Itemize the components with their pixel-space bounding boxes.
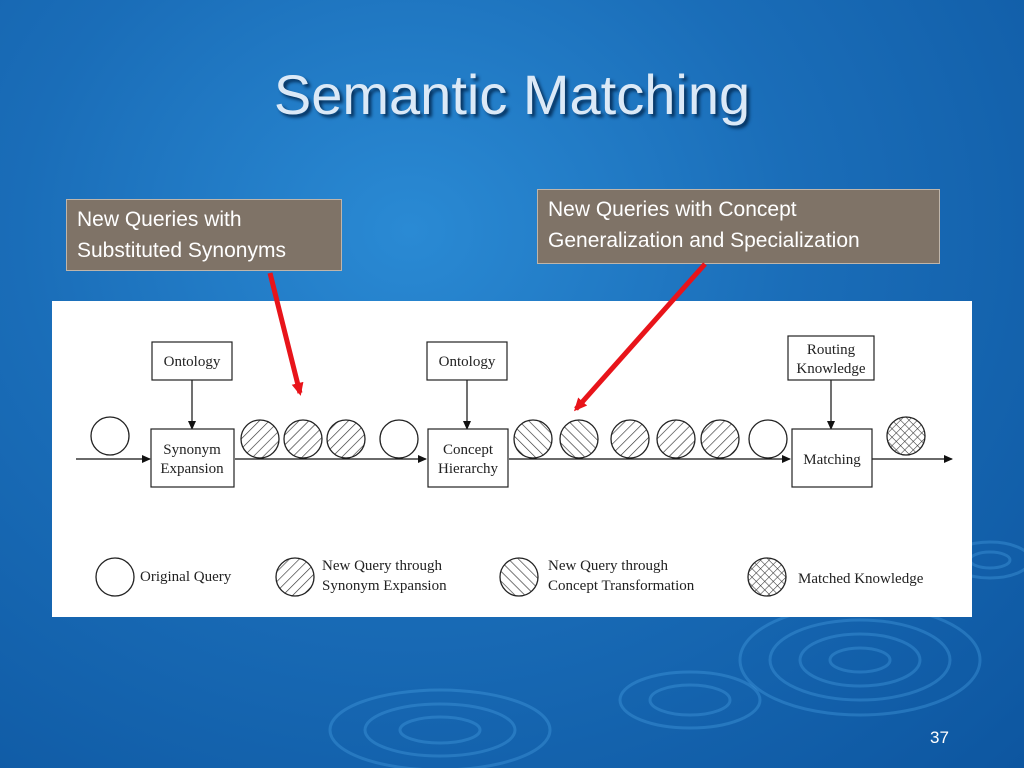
matched-knowledge-circle: [886, 416, 926, 456]
routing-knowledge-label-1: Routing: [807, 342, 856, 358]
legend: Original Query New Query through Synonym…: [95, 557, 924, 597]
legend-original-label: Original Query: [140, 569, 232, 585]
ontology-box-1: Ontology: [151, 341, 233, 381]
synonym-expansion-box: Synonym Expansion: [150, 428, 235, 488]
synonym-expansion-label-1: Synonym: [163, 442, 221, 458]
legend-matched-swatch: [747, 557, 787, 597]
synonym-query-circle: [240, 419, 280, 459]
routing-knowledge-label-2: Knowledge: [796, 361, 865, 377]
matching-box: Matching: [791, 428, 873, 488]
ontology-2-label: Ontology: [439, 354, 496, 370]
synonym-query-circle: [656, 419, 696, 459]
legend-concept-label-2: Concept Transformation: [548, 578, 695, 594]
legend-synonym-swatch: [275, 557, 315, 597]
routing-knowledge-box: Routing Knowledge: [787, 335, 875, 381]
legend-concept-label-1: New Query through: [548, 558, 668, 574]
legend-original-swatch: [95, 557, 135, 597]
original-query-circle: [379, 419, 419, 459]
callout-concept-generalization: New Queries with Concept Generalization …: [537, 189, 940, 264]
concept-hierarchy-label-2: Hierarchy: [438, 461, 498, 477]
semantic-matching-diagram: Ontology Ontology Routing Knowledge Syno…: [52, 301, 972, 617]
original-query-circle: [90, 416, 130, 456]
callout-left-line-1: New Queries with: [77, 208, 242, 231]
callout-right-line-1: New Queries with Concept: [548, 198, 797, 221]
callout-left-line-2: Substituted Synonyms: [77, 239, 286, 262]
matching-label: Matching: [803, 452, 861, 468]
synonym-query-circle: [283, 419, 323, 459]
legend-synonym-label-2: Synonym Expansion: [322, 578, 447, 594]
concept-hierarchy-box: Concept Hierarchy: [427, 428, 509, 488]
concept-hierarchy-label-1: Concept: [443, 442, 494, 458]
slide-title: Semantic Matching: [273, 63, 751, 126]
slide-number: 37: [930, 728, 949, 747]
legend-concept-swatch: [499, 557, 539, 597]
synonym-query-circle: [326, 419, 366, 459]
concept-query-circle: [513, 419, 553, 459]
ontology-1-label: Ontology: [164, 354, 221, 370]
callout-right-line-2: Generalization and Specialization: [548, 229, 860, 252]
concept-query-circle: [559, 419, 599, 459]
legend-synonym-label-1: New Query through: [322, 558, 442, 574]
synonym-expansion-label-2: Expansion: [160, 461, 224, 477]
synonym-query-circle: [700, 419, 740, 459]
ontology-box-2: Ontology: [426, 341, 508, 381]
legend-matched-label: Matched Knowledge: [798, 571, 924, 587]
original-query-circle: [748, 419, 788, 459]
diagram-canvas: Ontology Ontology Routing Knowledge Syno…: [76, 335, 953, 597]
synonym-query-circle: [610, 419, 650, 459]
callout-substituted-synonyms: New Queries with Substituted Synonyms: [66, 199, 342, 271]
